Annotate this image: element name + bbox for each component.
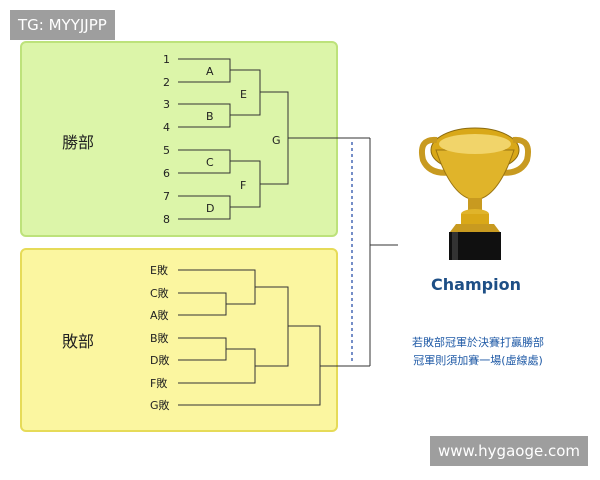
loser-entry-label: A敗	[150, 308, 169, 322]
note-line-1: 若敗部冠軍於決賽打贏勝部	[412, 335, 544, 349]
loser-entry-label: E敗	[150, 263, 168, 277]
loser-entry-label: F敗	[150, 376, 167, 390]
winners-match-labels: A B C D E F G	[206, 65, 281, 215]
match-label: B	[206, 110, 214, 123]
match-label: F	[240, 179, 246, 192]
seed-label: 8	[163, 213, 170, 226]
match-label: E	[240, 88, 247, 101]
seed-label: 6	[163, 167, 170, 180]
seed-label: 2	[163, 76, 170, 89]
winners-seeds: 1 2 3 4 5 6 7 8	[163, 53, 170, 226]
watermark-top-left: TG: MYYJJPP	[10, 10, 115, 40]
loser-entry-label: G敗	[150, 398, 170, 412]
losers-section-label: 敗部	[62, 332, 94, 351]
loser-entry-label: D敗	[150, 353, 169, 367]
match-label: A	[206, 65, 214, 78]
champion-label: Champion	[431, 275, 521, 294]
match-label: D	[206, 202, 214, 215]
seed-label: 3	[163, 98, 170, 111]
match-label: G	[272, 134, 281, 147]
trophy-icon	[419, 127, 531, 260]
losers-entries: E敗 C敗 A敗 B敗 D敗 F敗 G敗	[150, 263, 170, 412]
winners-section-label: 勝部	[62, 133, 94, 152]
final-connector	[351, 138, 398, 366]
watermark-bottom-right: www.hygaoge.com	[429, 436, 588, 466]
winners-bracket-lines	[178, 58, 370, 220]
losers-bracket-lines	[178, 269, 370, 406]
seed-label: 4	[163, 121, 170, 134]
seed-label: 5	[163, 144, 170, 157]
match-label: C	[206, 156, 214, 169]
winners-panel	[20, 41, 338, 237]
seed-label: 1	[163, 53, 170, 66]
seed-label: 7	[163, 190, 170, 203]
loser-entry-label: C敗	[150, 286, 169, 300]
loser-entry-label: B敗	[150, 331, 169, 345]
note-line-2: 冠軍則須加賽一場(虛線處)	[413, 353, 543, 367]
losers-panel	[20, 248, 338, 432]
